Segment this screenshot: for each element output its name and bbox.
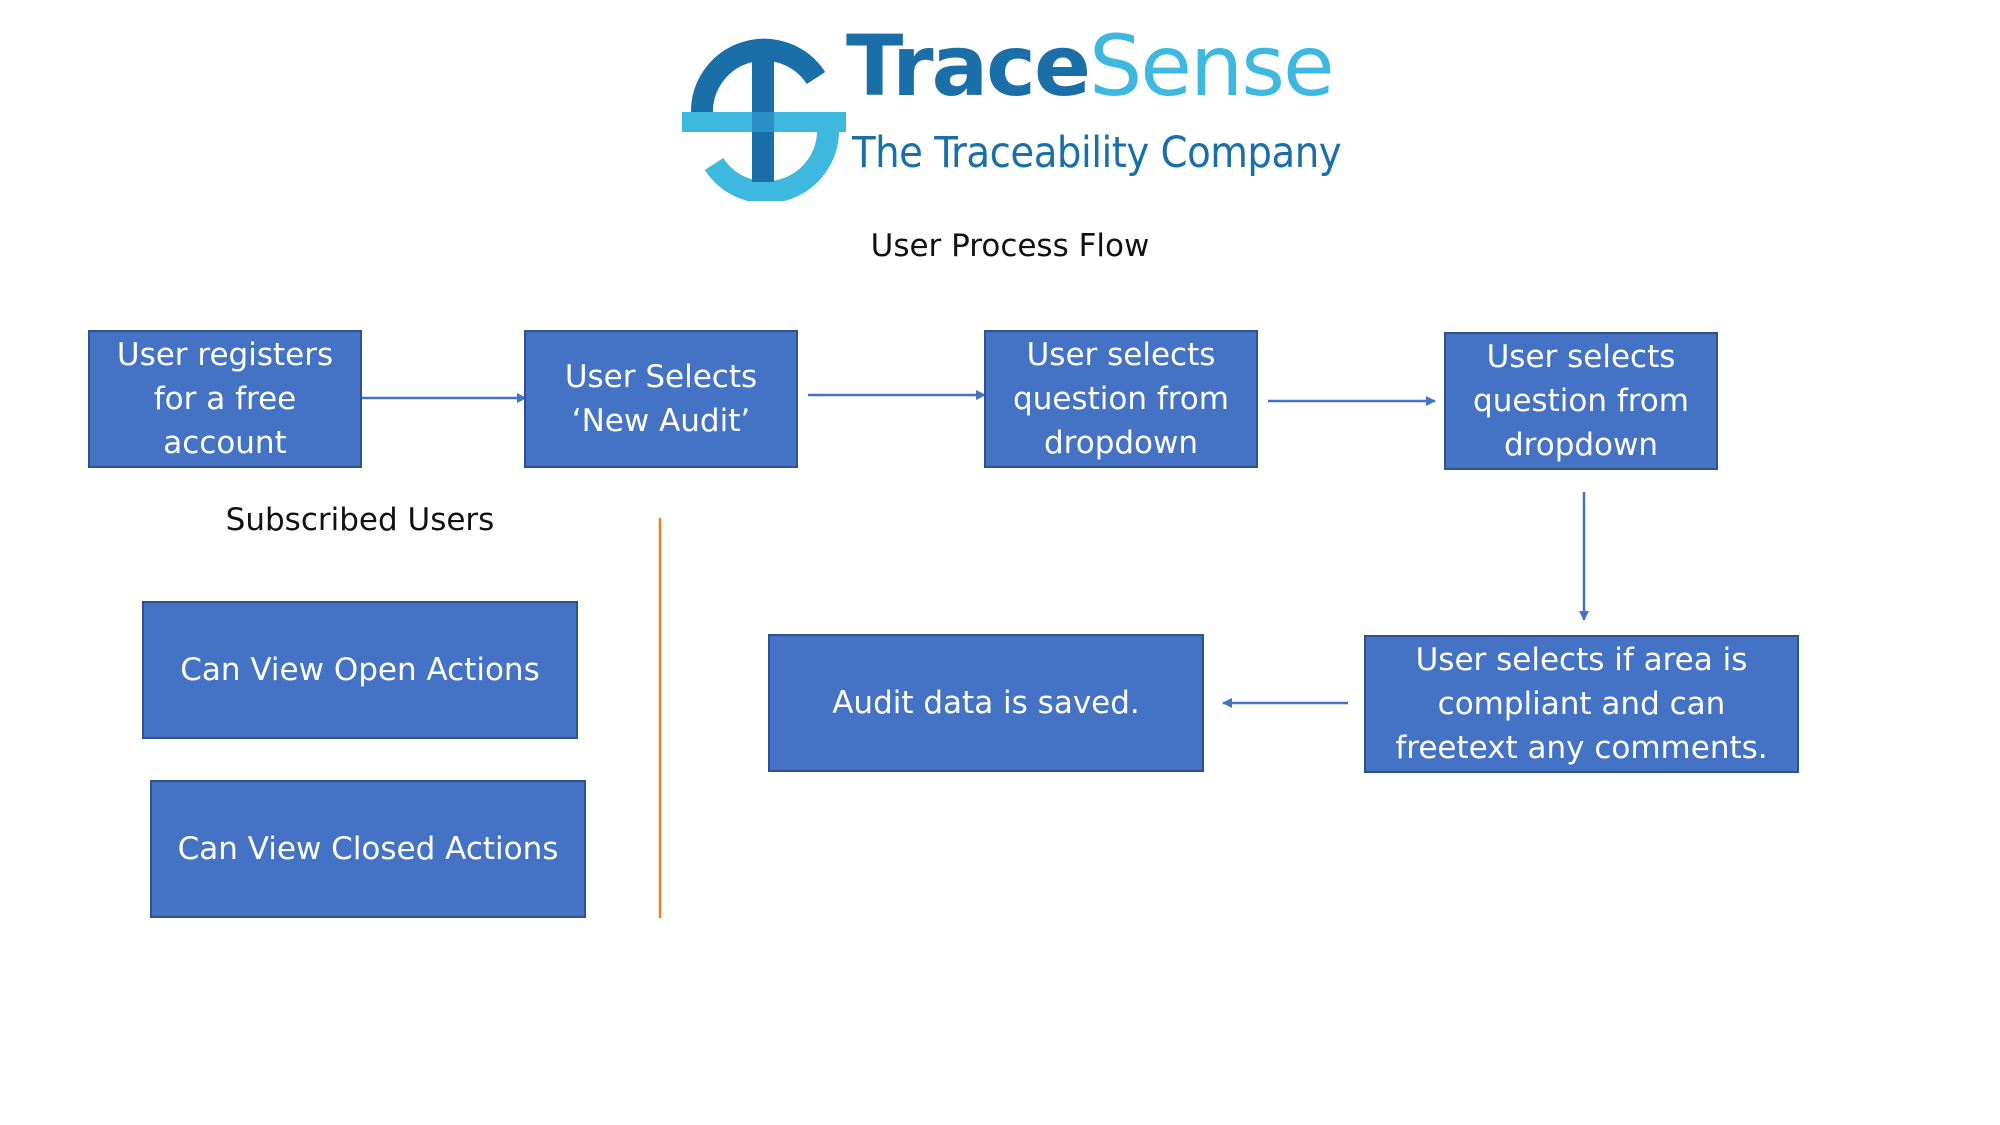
step-select-question-node: User selects question from dropdown: [984, 330, 1258, 468]
step-select-question-label: User selects question from dropdown: [1013, 336, 1229, 461]
tracesense-logo: TraceSense The Traceability Company: [680, 24, 1342, 201]
tracesense-logo-mark-icon: [682, 38, 846, 201]
view-open-actions-node: Can View Open Actions: [142, 601, 578, 739]
subscribed-users-label: Subscribed Users: [225, 502, 495, 538]
logo-word-sense: Sense: [1088, 17, 1335, 115]
view-closed-actions-label: Can View Closed Actions: [177, 830, 559, 867]
view-open-actions-label: Can View Open Actions: [180, 651, 540, 688]
step-select-question-2-node: User selects question from dropdown: [1444, 332, 1718, 470]
logo-word-trace: Trace: [846, 17, 1091, 115]
step-data-saved-label: Audit data is saved.: [832, 684, 1140, 721]
diagram-title: User Process Flow: [870, 228, 1150, 264]
step-compliance-label: User selects if area is compliant and ca…: [1395, 641, 1768, 766]
step-register-label: User registers for a free account: [116, 336, 334, 461]
step-register-node: User registers for a free account: [88, 330, 362, 468]
step-new-audit-node: User Selects ‘New Audit’: [524, 330, 798, 468]
logo-tagline: The Traceability Company: [852, 128, 1342, 178]
step-data-saved-node: Audit data is saved.: [768, 634, 1204, 772]
step-compliance-node: User selects if area is compliant and ca…: [1364, 635, 1799, 773]
view-closed-actions-node: Can View Closed Actions: [150, 780, 586, 918]
step-select-question-2-label: User selects question from dropdown: [1473, 338, 1689, 463]
logo-wordmark: TraceSense: [846, 24, 1335, 108]
step-new-audit-label: User Selects ‘New Audit’: [564, 358, 758, 439]
